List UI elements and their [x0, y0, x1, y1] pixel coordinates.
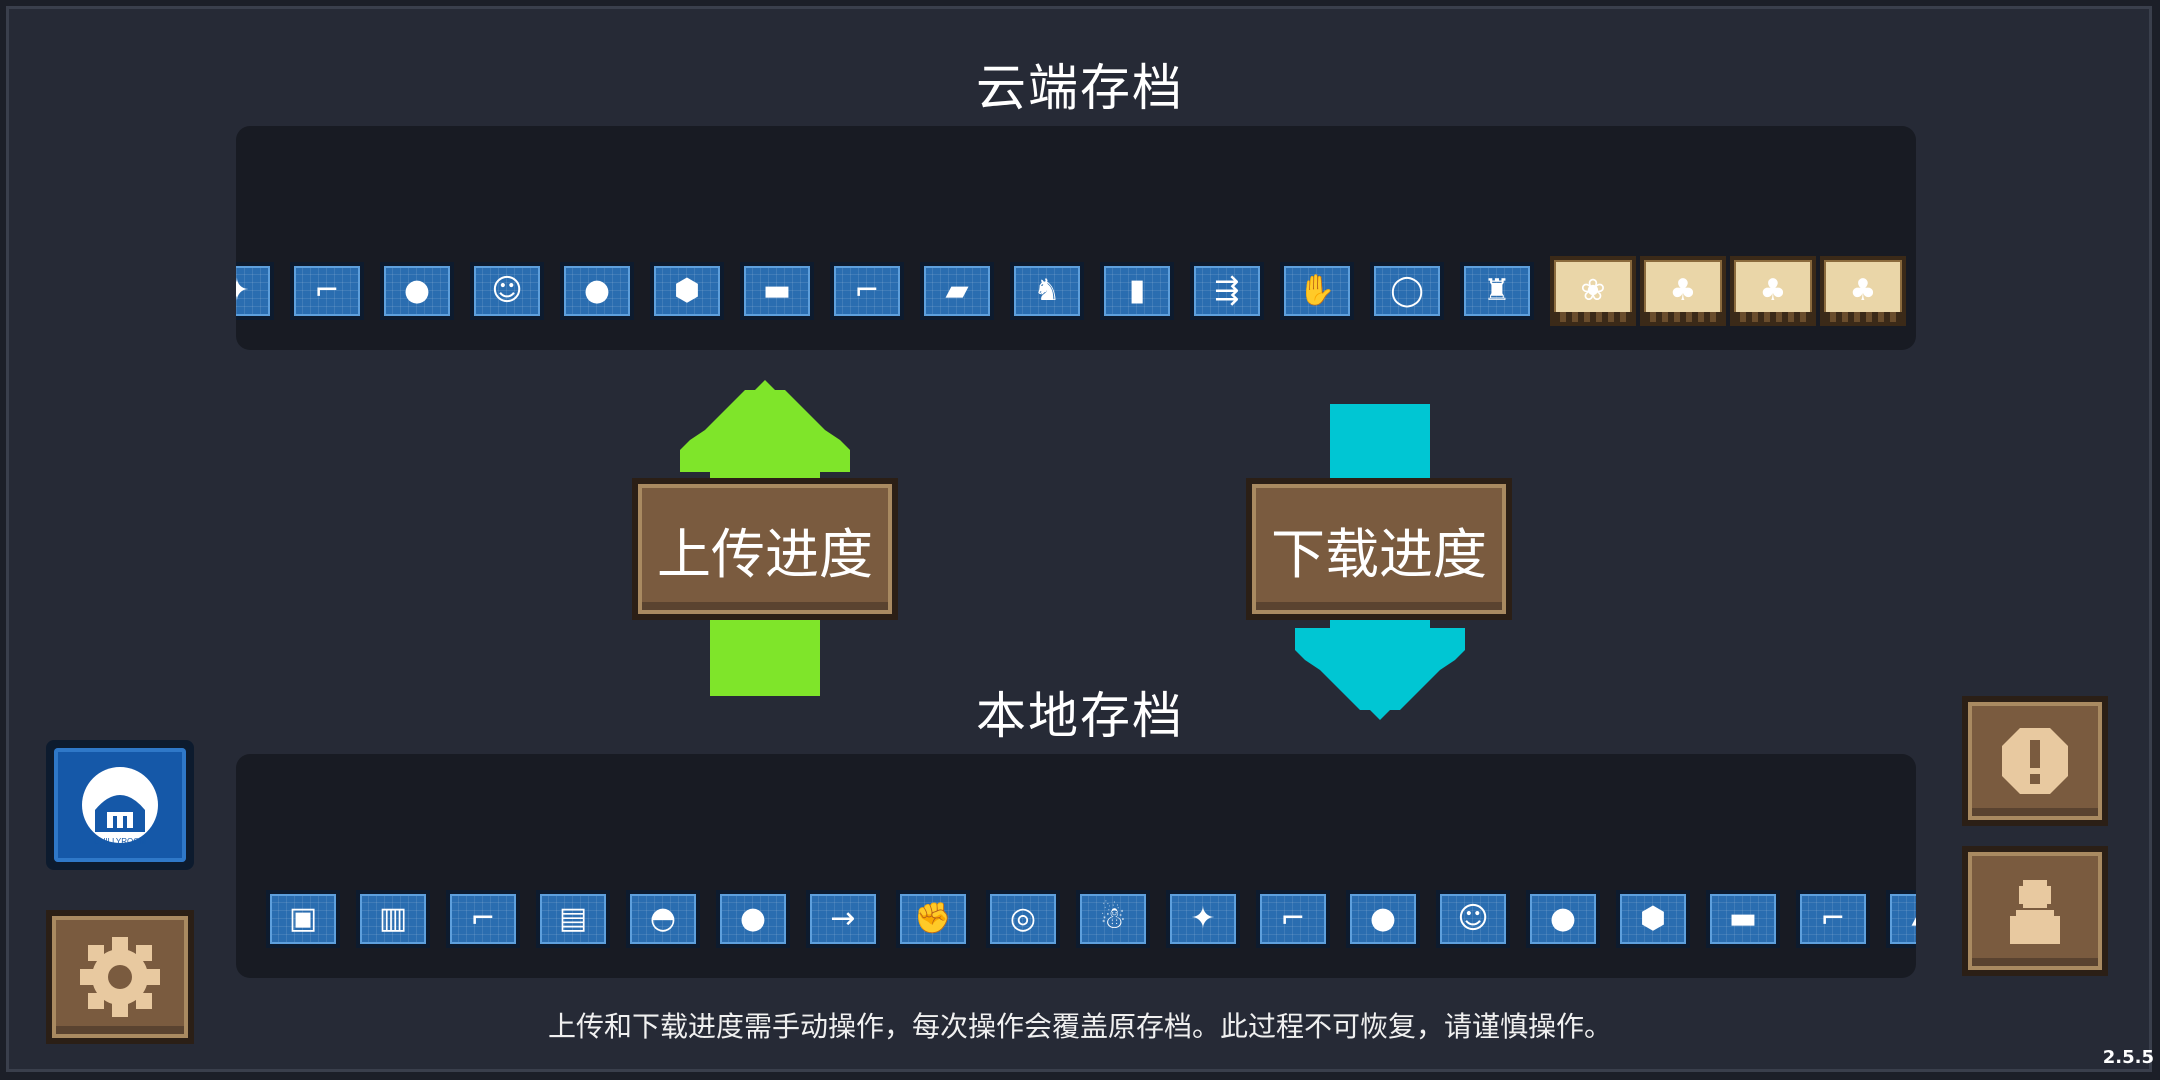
octagon-shield-icon: ⬢ — [673, 273, 701, 308]
santa-mask-icon: ☃ — [1099, 901, 1127, 936]
shuriken-icon: ✦ — [236, 273, 250, 308]
arcade-machine-icon: ▮ — [1128, 273, 1146, 308]
spear-icon: → — [830, 901, 856, 936]
cloud-item-slot: ♞ — [1010, 262, 1084, 320]
chillyroom-button[interactable]: CHILLYROOM — [46, 740, 194, 870]
local-item-slot: ☺ — [1436, 890, 1510, 948]
local-item-slot: ● — [1346, 890, 1420, 948]
local-item-slot: ⬢ — [1616, 890, 1690, 948]
local-save-strip[interactable]: ▣ ▥ ⌐ ▤ ◓ ● → ✊ ◎ ☃ ✦ ⌐ ● ☺ ● ⬢ ▬ ⌐ ▰ — [236, 754, 1916, 978]
local-item-slot: ▣ — [266, 890, 340, 948]
local-item-slot: ✊ — [896, 890, 970, 948]
gauntlet-icon: ✊ — [914, 901, 952, 936]
cloud-save-title: 云端存档 — [976, 59, 1184, 117]
settings-button[interactable] — [46, 910, 194, 1044]
cloud-item-slot: ⬢ — [650, 262, 724, 320]
local-item-slot: ☃ — [1076, 890, 1150, 948]
local-item-slot: ● — [716, 890, 790, 948]
cloud-item-slot: ❀ — [1550, 256, 1636, 326]
local-item-slot: ● — [1526, 890, 1600, 948]
chillyroom-logo-text: CHILLYROOM — [94, 837, 147, 846]
revolver-icon: ⌐ — [1280, 901, 1306, 936]
crown-statue-icon: ♜ — [1483, 273, 1511, 308]
tank-icon: ▬ — [762, 273, 792, 308]
gear-icon — [80, 937, 160, 1017]
cloud-item-slot: ▮ — [1100, 262, 1174, 320]
local-save-title: 本地存档 — [976, 687, 1184, 745]
cloud-item-slot: ● — [560, 262, 634, 320]
cloud-item-slot: ☺ — [470, 262, 544, 320]
lion-mask-icon: ☺ — [491, 273, 523, 308]
cloud-item-row: ✦ ⌐ ● ☺ ● ⬢ ▬ ⌐ ▰ ♞ ▮ ⇶ ✋ ◯ ♜ ❀ ♣ ♣ ♣ — [236, 126, 1916, 350]
robot-icon: ♞ — [1033, 273, 1061, 308]
purple-potion-icon: ● — [583, 273, 611, 308]
camera-icon: ▣ — [288, 901, 318, 936]
cloud-save-strip[interactable]: ✦ ⌐ ● ☺ ● ⬢ ▬ ⌐ ▰ ♞ ▮ ⇶ ✋ ◯ ♜ ❀ ♣ ♣ ♣ — [236, 126, 1916, 350]
download-progress-button[interactable]: 下载进度 — [1246, 478, 1512, 620]
cloud-item-slot: ♜ — [1460, 262, 1534, 320]
local-item-row: ▣ ▥ ⌐ ▤ ◓ ● → ✊ ◎ ☃ ✦ ⌐ ● ☺ ● ⬢ ▬ ⌐ ▰ — [236, 754, 1916, 978]
cloud-item-slot: ♣ — [1640, 256, 1726, 326]
octagon-shield-icon: ⬢ — [1639, 901, 1667, 936]
cloud-item-slot: ⇶ — [1190, 262, 1264, 320]
local-item-slot: ⌐ — [1256, 890, 1330, 948]
lion-mask-icon: ☺ — [1457, 901, 1489, 936]
local-item-slot: ◎ — [986, 890, 1060, 948]
tank-icon: ▬ — [1728, 901, 1758, 936]
local-item-slot: ▤ — [536, 890, 610, 948]
red-potion-icon: ● — [403, 273, 431, 308]
plant-garden-icon: ❀ — [1580, 273, 1606, 308]
cloud-item-slot: ⌐ — [830, 262, 904, 320]
version-label: 2.5.5 — [2102, 1047, 2154, 1068]
local-item-slot: ◓ — [626, 890, 700, 948]
red-potion-icon: ● — [1369, 901, 1397, 936]
chillyroom-logo-icon: CHILLYROOM — [82, 767, 158, 846]
battery-icon: ▥ — [378, 901, 408, 936]
blue-tree-icon: ♣ — [1759, 273, 1787, 308]
ring-icon: ◯ — [1390, 273, 1424, 308]
upload-progress-button[interactable]: 上传进度 — [632, 478, 898, 620]
golden-hand-icon: ✋ — [1298, 273, 1336, 308]
person-icon — [2010, 880, 2060, 944]
red-blaster-icon: ▰ — [945, 273, 969, 308]
shuriken-icon: ✦ — [1190, 901, 1216, 936]
local-item-slot: ▬ — [1706, 890, 1780, 948]
crossbow-icon: ⇶ — [1214, 273, 1240, 308]
cloud-item-slot: ♣ — [1820, 256, 1906, 326]
chillyroom-logo-bg: CHILLYROOM — [54, 748, 186, 862]
cabinet-icon: ▤ — [558, 901, 588, 936]
blue-tree-icon: ♣ — [1849, 273, 1877, 308]
revolver-icon: ⌐ — [314, 273, 340, 308]
cloud-item-slot: ▬ — [740, 262, 814, 320]
green-hat-icon: ◓ — [649, 901, 677, 936]
cloud-item-slot: ✋ — [1280, 262, 1354, 320]
local-item-slot: ⌐ — [446, 890, 520, 948]
local-item-slot: ⌐ — [1796, 890, 1870, 948]
cloud-item-slot: ✦ — [236, 262, 274, 320]
red-blaster-icon: ▰ — [1911, 904, 1916, 934]
account-button[interactable] — [1962, 846, 2108, 976]
local-item-slot: ▰ — [1886, 890, 1916, 948]
cloud-item-slot: ♣ — [1730, 256, 1816, 326]
green-gun-icon: ⌐ — [1820, 901, 1846, 936]
green-gun-icon: ⌐ — [854, 273, 880, 308]
notice-button[interactable] — [1962, 696, 2108, 826]
exclamation-icon — [2002, 728, 2068, 794]
blue-potion-icon: ● — [739, 901, 767, 936]
warning-note: 上传和下载进度需手动操作，每次操作会覆盖原存档。此过程不可恢复，请谨慎操作。 — [547, 1010, 1612, 1043]
blue-tree-icon: ♣ — [1669, 273, 1697, 308]
local-item-slot: ▥ — [356, 890, 430, 948]
cloud-item-slot: ▰ — [920, 262, 994, 320]
pistol-icon: ⌐ — [470, 901, 496, 936]
local-item-slot: ✦ — [1166, 890, 1240, 948]
cloud-item-slot: ● — [380, 262, 454, 320]
cloud-item-slot: ◯ — [1370, 262, 1444, 320]
round-shield-icon: ◎ — [1009, 901, 1037, 936]
cloud-item-slot: ⌐ — [290, 262, 364, 320]
local-item-slot: → — [806, 890, 880, 948]
purple-potion-icon: ● — [1549, 901, 1577, 936]
